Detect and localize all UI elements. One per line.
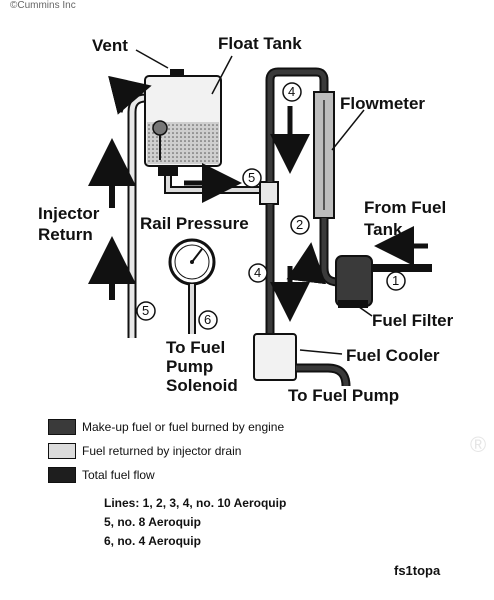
line-number-1-text: 1 <box>392 273 400 288</box>
float-tank-label: Float Tank <box>218 34 302 53</box>
rail-pressure-label: Rail Pressure <box>140 214 249 233</box>
note-line: 6, no. 4 Aeroquip <box>104 534 201 548</box>
legend-swatch-light <box>48 443 76 459</box>
line-number-2-text: 2 <box>296 217 304 232</box>
line-number-3 <box>282 82 302 102</box>
flowmeter-label: Flowmeter <box>340 94 426 113</box>
to-fuel-pump-solenoid-label-1: To Fuel <box>166 338 226 357</box>
legend-item-returned: Fuel returned by injector drain <box>48 442 241 460</box>
fuel-cooler-label: Fuel Cooler <box>346 346 440 365</box>
from-fuel-tank-label-2: Tank <box>364 220 403 239</box>
to-fuel-pump-solenoid-label-3: Solenoid <box>166 376 238 395</box>
vent-label: Vent <box>92 36 128 55</box>
note-line: Lines: 1, 2, 3, 4, no. 10 Aeroquip <box>104 496 287 510</box>
fuel-filter <box>335 255 373 307</box>
injector-return-label-1: Injector <box>38 204 100 223</box>
legend-item-total: Total fuel flow <box>48 466 155 484</box>
fuel-filter-label: Fuel Filter <box>372 311 454 330</box>
line-number-4 <box>248 263 268 283</box>
line-number-4-text: 4 <box>254 265 262 280</box>
fuel-cooler <box>253 333 297 381</box>
line-number-3-text: 4 <box>288 84 296 99</box>
legend-text: Fuel returned by injector drain <box>82 444 242 458</box>
line-number-1 <box>386 271 406 291</box>
legend-text: Total fuel flow <box>82 468 155 482</box>
figure-id: fs1topa <box>394 563 441 578</box>
line-number-5-lower <box>136 301 156 321</box>
from-fuel-tank-label-1: From Fuel <box>364 198 447 217</box>
line-number-5-upper-text: 5 <box>248 170 256 185</box>
to-fuel-pump-label: To Fuel Pump <box>288 386 400 405</box>
injector-return-label-2: Return <box>38 225 93 244</box>
registered-watermark: ® <box>470 432 487 457</box>
legend-swatch-dark <box>48 419 76 435</box>
to-fuel-pump-solenoid-label-2: Pump <box>166 357 214 376</box>
line-spec-notes: Lines: 1, 2, 3, 4, no. 10 Aeroquip 5, no… <box>104 494 286 551</box>
line-number-6-text: 6 <box>204 312 212 327</box>
copyright-text: ©Cummins Inc <box>10 0 76 11</box>
vent-cap <box>170 69 184 77</box>
line-number-6 <box>198 310 218 330</box>
line-number-2 <box>290 215 310 235</box>
legend-swatch-total <box>48 467 76 483</box>
legend-item-makeup: Make-up fuel or fuel burned by engine <box>48 418 284 436</box>
legend-text: Make-up fuel or fuel burned by engine <box>82 420 285 434</box>
line-number-5-upper <box>242 168 262 188</box>
line-number-5-lower-text: 5 <box>142 303 150 318</box>
note-line: 5, no. 8 Aeroquip <box>104 515 201 529</box>
